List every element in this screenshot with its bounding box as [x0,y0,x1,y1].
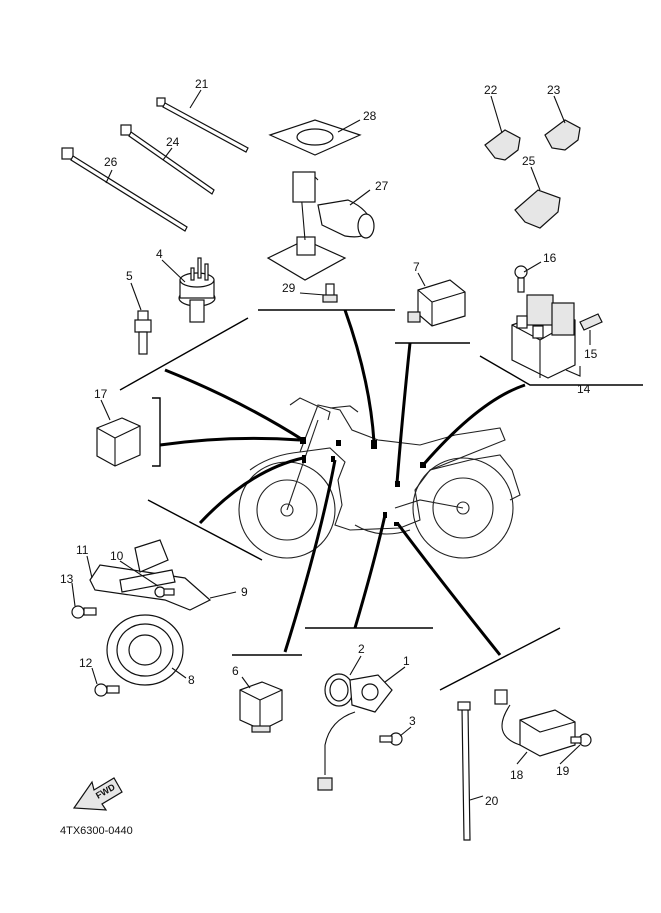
callout-7: 7 [413,260,420,274]
callout-23: 23 [547,83,561,97]
fwd-arrow-icon [72,777,123,811]
callout-6: 6 [232,664,239,678]
callout-leaders [71,89,591,801]
callout-3: 3 [409,714,416,728]
callout-13: 13 [60,572,74,586]
cable-ties-group [61,97,249,232]
part-code: 4TX6300-0440 [60,825,133,837]
callout-25: 25 [522,154,536,168]
sensor-18-group [457,689,592,841]
callout-9: 9 [241,585,248,599]
callout-1: 1 [403,654,410,668]
callout-20: 20 [485,794,499,808]
callout-22: 22 [484,83,498,97]
sensor-5 [134,310,152,355]
callout-16: 16 [543,251,557,265]
relay-6 [239,681,283,733]
callout-28: 28 [363,109,377,123]
leader-lines [119,309,643,691]
horn-group [71,539,212,697]
switch-1-group [317,673,403,791]
callout-12: 12 [79,656,93,670]
callout-26: 26 [104,155,118,169]
relay-7 [407,279,466,327]
callout-8: 8 [188,673,195,687]
callout-5: 5 [126,269,133,283]
callout-11: 11 [76,543,89,557]
starter-relay-group [511,265,603,379]
callout-24: 24 [166,135,180,149]
callout-29: 29 [282,281,296,295]
callout-4: 4 [156,247,163,261]
callout-10: 10 [110,549,124,563]
callout-2: 2 [358,642,365,656]
clamps-group [484,119,581,229]
callout-labels: 21 24 26 28 27 29 22 23 25 16 15 14 7 4 … [60,77,598,808]
switch-4 [178,257,216,323]
callout-19: 19 [556,764,570,778]
callout-18: 18 [510,768,524,782]
fuel-sender-group [266,119,375,303]
callout-15: 15 [584,347,598,361]
callout-14: 14 [577,382,591,396]
callout-27: 27 [375,179,389,193]
callout-17: 17 [94,387,108,401]
relay-17 [96,417,141,467]
callout-21: 21 [195,77,209,91]
